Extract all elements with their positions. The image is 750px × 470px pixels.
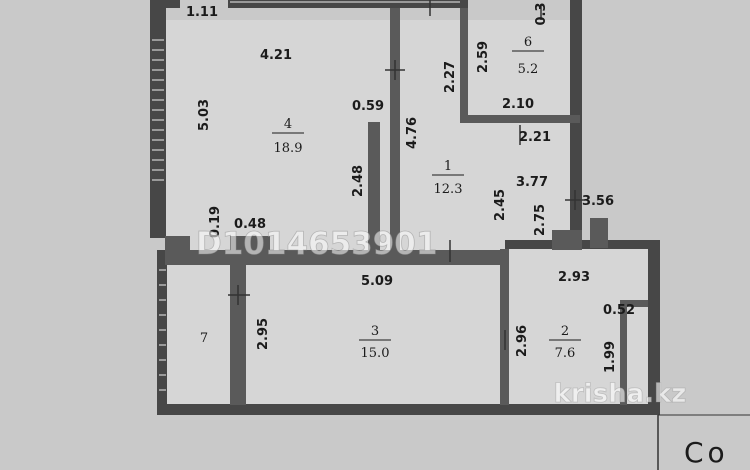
dim-1-11: 1.11 — [186, 5, 218, 20]
dim-5-03: 5.03 — [197, 99, 212, 131]
dim-4-21: 4.21 — [260, 48, 292, 63]
dim-2-27: 2.27 — [443, 61, 458, 93]
dim-2-75: 2.75 — [533, 204, 548, 236]
room-number-3: 3 — [371, 324, 379, 339]
dim-0-19: 0.19 — [208, 206, 223, 238]
dim-5-09: 5.09 — [361, 274, 393, 289]
dim-4-76: 4.76 — [405, 117, 420, 149]
dim-3-56: 3.56 — [582, 194, 614, 209]
room-label-2: 2 7.6 — [549, 324, 581, 361]
dim-2-93: 2.93 — [558, 270, 590, 285]
watermark-site: krisha.kz — [554, 379, 687, 409]
dim-2-48: 2.48 — [351, 165, 366, 197]
dim-2-96: 2.96 — [515, 325, 530, 357]
room-area-2: 7.6 — [555, 346, 576, 361]
corner-text: Co — [684, 436, 729, 469]
room-area-3: 15.0 — [361, 346, 390, 361]
interior-walls — [165, 8, 648, 405]
dim-1-99: 1.99 — [603, 341, 618, 373]
room-number-4: 4 — [284, 117, 292, 132]
room-label-6: 6 5.2 — [512, 35, 544, 77]
interior-fill-right — [505, 245, 655, 410]
room-area-4: 18.9 — [274, 141, 303, 156]
room-area-6: 5.2 — [518, 62, 539, 77]
dim-0-59: 0.59 — [352, 99, 384, 114]
dim-0-3: 0.3 — [534, 2, 549, 25]
room-number-6: 6 — [524, 35, 532, 50]
dim-2-59: 2.59 — [476, 41, 491, 73]
room-area-1: 12.3 — [434, 182, 463, 197]
room-label-3: 3 15.0 — [359, 324, 391, 361]
dim-0-48: 0.48 — [234, 217, 266, 232]
dim-0-52: 0.52 — [603, 303, 635, 318]
dim-3-77: 3.77 — [516, 175, 548, 190]
window-marks — [152, 1, 460, 391]
dim-2-45: 2.45 — [493, 189, 508, 221]
room-number-2: 2 — [561, 324, 569, 339]
dimension-labels: 1.11 4.21 5.03 0.59 4.76 2.48 2.27 2.59 … — [186, 2, 635, 373]
room-label-4: 4 18.9 — [272, 117, 304, 156]
title-block: Co — [657, 414, 750, 470]
dim-2-95: 2.95 — [256, 318, 271, 350]
room-number-7: 7 — [200, 331, 208, 346]
tick-marks — [228, 0, 585, 350]
room-number-1: 1 — [444, 159, 452, 174]
room-label-1: 1 12.3 — [432, 159, 464, 197]
dim-2-21: 2.21 — [519, 130, 551, 145]
dim-2-10: 2.10 — [502, 97, 534, 112]
watermark-code: D1014653901 — [196, 226, 437, 262]
